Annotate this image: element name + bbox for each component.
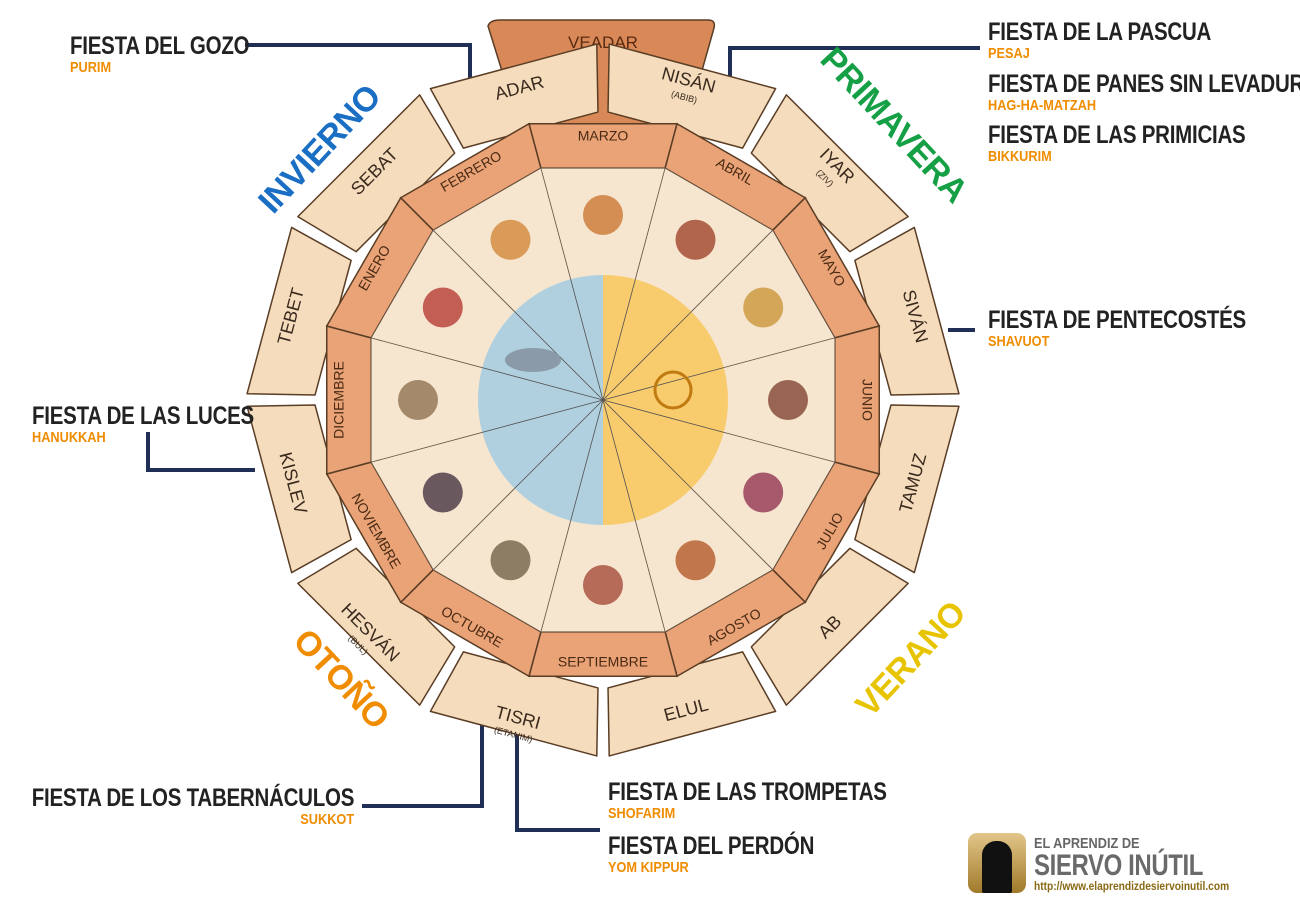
feast-hebrew: SUKKOT <box>300 811 354 828</box>
gregorian-month-label: DICIEMBRE <box>331 361 347 439</box>
feast-name: FIESTA DE PENTECOSTÉS <box>988 306 1246 334</box>
feast-hebrew: SHAVUOT <box>988 333 1050 350</box>
gregorian-month-label: MARZO <box>578 128 629 144</box>
feast-name: FIESTA DE LAS PRIMICIAS <box>988 121 1246 149</box>
hebrew-month-tile <box>297 547 456 706</box>
produce-illustration <box>743 287 784 328</box>
feast-hebrew: PURIM <box>70 59 112 76</box>
wedge-divider <box>602 399 724 433</box>
feast-name: FIESTA DEL GOZO <box>70 32 250 60</box>
gregorian-month-label: SEPTIEMBRE <box>558 654 648 670</box>
hebrew-month-tile <box>429 651 599 757</box>
produce-illustration <box>583 195 623 235</box>
produce-illustration <box>743 472 784 513</box>
wedge-divider <box>482 367 604 401</box>
callout-line <box>245 43 472 80</box>
summer-half-circle <box>603 275 728 525</box>
hebrew-month-tile <box>607 43 777 149</box>
feast-name: FIESTA DE LAS LUCES <box>32 402 254 430</box>
feast-hebrew: YOM KIPPUR <box>608 859 689 876</box>
hebrew-month-tile <box>854 404 960 574</box>
feast-name: FIESTA DEL PERDÓN <box>608 832 815 860</box>
wedge-divider <box>514 399 604 489</box>
sun-icon <box>653 370 693 410</box>
produce-illustration <box>675 219 716 260</box>
wedge-divider <box>602 367 724 401</box>
callout-line <box>146 432 255 472</box>
produce-illustration <box>490 219 531 260</box>
wedge-divider <box>570 399 604 521</box>
produce-illustration <box>675 540 716 581</box>
wedge-divider <box>602 399 636 521</box>
wedge-divider <box>602 399 692 489</box>
hebrew-month-tile <box>297 94 456 253</box>
hebrew-month-tile <box>750 547 909 706</box>
wedge-divider <box>602 311 692 401</box>
cloud-icon <box>505 348 561 372</box>
produce-illustration <box>398 380 438 420</box>
callout-line <box>728 46 980 78</box>
wedge-divider <box>602 279 636 401</box>
feast-hebrew: SHOFARIM <box>608 805 676 822</box>
feast-hebrew: HAG-HA-MATZAH <box>988 97 1097 114</box>
logo-line1: EL APRENDIZ DE <box>1034 835 1140 852</box>
feast-name: FIESTA DE LAS TROMPETAS <box>608 778 887 806</box>
hebrew-month-tile <box>246 404 352 574</box>
callout-line <box>362 725 484 808</box>
feast-name: FIESTA DE LOS TABERNÁCULOS <box>31 784 355 812</box>
logo-line2: SIERVO INÚTIL <box>1034 849 1204 882</box>
wedge-divider <box>570 279 604 401</box>
winter-half-circle <box>478 275 603 525</box>
hebrew-month-tile <box>429 43 599 149</box>
produce-illustration <box>490 540 531 581</box>
wedge-divider <box>482 399 604 433</box>
produce-illustration <box>768 380 808 420</box>
logo-figure-icon <box>968 833 1026 893</box>
hebrew-month-tile <box>607 651 777 757</box>
produce-illustration <box>583 565 623 605</box>
feast-hebrew: HANUKKAH <box>32 429 106 446</box>
feast-hebrew: BIKKURIM <box>988 148 1052 165</box>
feast-hebrew: PESAJ <box>988 45 1030 62</box>
feast-name: FIESTA DE LA PASCUA <box>988 18 1212 46</box>
produce-illustration <box>422 472 463 513</box>
callout-line <box>515 735 600 832</box>
hebrew-month-tile <box>246 226 352 396</box>
site-logo: EL APRENDIZ DE SIERVO INÚTIL http://www.… <box>968 833 1298 895</box>
hebrew-month-tile <box>750 94 909 253</box>
logo-url: http://www.elaprendizdesiervoinutil.com <box>1034 879 1230 893</box>
hebrew-month-tile <box>854 226 960 396</box>
produce-illustration <box>422 287 463 328</box>
feast-name: FIESTA DE PANES SIN LEVADURA <box>988 70 1300 98</box>
gregorian-month-label: JUNIO <box>859 379 875 421</box>
